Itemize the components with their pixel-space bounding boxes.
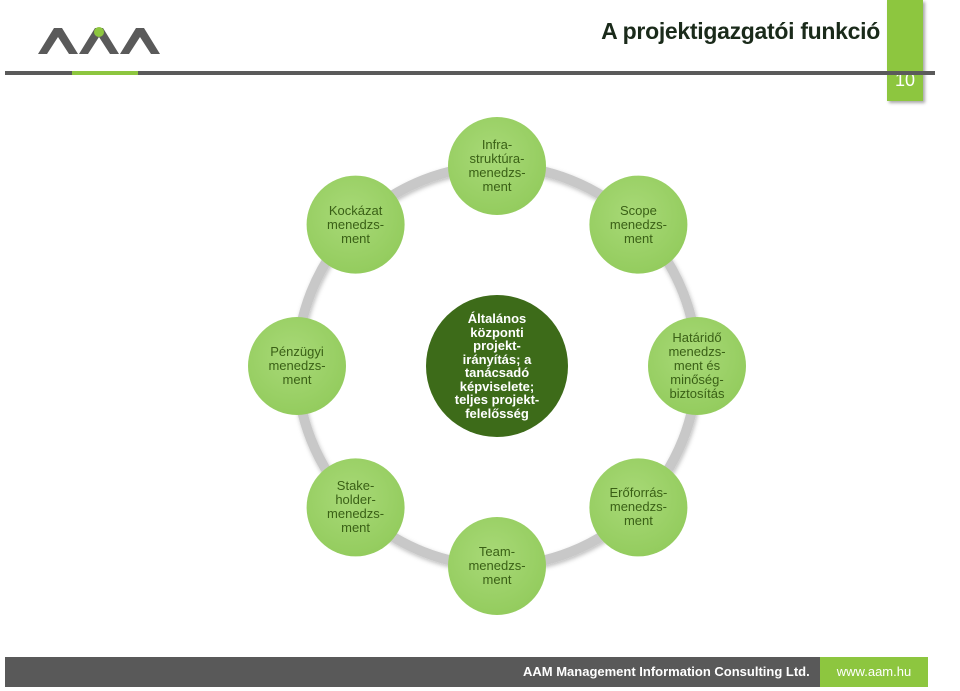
node-circle [448, 117, 546, 215]
slide-number-box: 10 [887, 0, 923, 101]
footer-url-box[interactable]: www.aam.hu [820, 657, 928, 687]
node-label: Stake- holder- menedzs- ment [327, 478, 385, 536]
nodes-layer [248, 117, 746, 615]
node-circle [448, 517, 546, 615]
node-circle [589, 175, 688, 274]
page-title: A projektigazgatói funkció [601, 18, 880, 44]
slide-number: 10 [894, 70, 916, 90]
node-circle [248, 317, 346, 415]
node-label: Infra- struktúra- menedzs- ment [468, 137, 526, 194]
node-circle [306, 175, 405, 274]
footer-company: AAM Management Information Consulting Lt… [523, 664, 810, 679]
node-circle [589, 458, 688, 557]
node-label: Scope menedzs- ment [609, 202, 667, 246]
node-label: Pénzügyi menedzs- ment [268, 344, 326, 387]
footer-bar [5, 657, 928, 687]
node-circle [306, 458, 405, 557]
logo-shape-3 [120, 28, 160, 54]
aam-logo [38, 27, 160, 54]
node-circle [648, 317, 746, 415]
node-label: Kockázat menedzs- ment [327, 202, 385, 246]
logo-dot [94, 27, 104, 37]
center-circle [426, 295, 568, 437]
node-label: Team- menedzs- ment [468, 544, 526, 587]
header-rule [5, 71, 935, 75]
footer-url[interactable]: www.aam.hu [836, 664, 912, 679]
node-label: Határidő menedzs- ment és minőség- bizto… [668, 330, 726, 401]
logo-shape-2 [79, 28, 119, 54]
center-label: Általános központi projekt- irányítás; a… [454, 311, 540, 421]
header-rule-accent [72, 71, 138, 75]
node-label: Erőforrás- menedzs- ment [609, 485, 668, 529]
logo-shape-1 [38, 28, 78, 54]
